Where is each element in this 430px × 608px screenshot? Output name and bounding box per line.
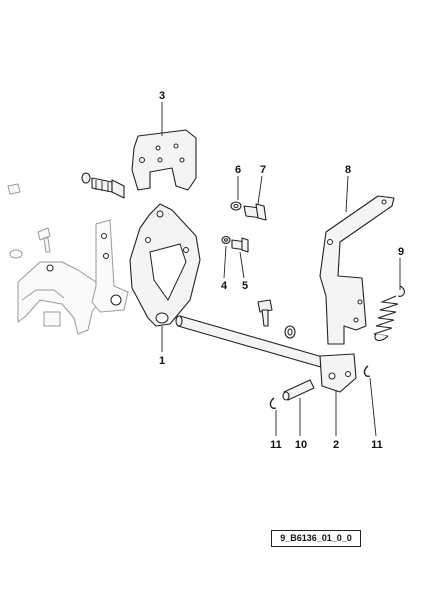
quadrant-plate-part-1: [129, 203, 201, 327]
clip-part-11-right: [363, 365, 371, 378]
ghost-fork-assembly: [17, 261, 101, 335]
callout-11-left: 11: [270, 439, 282, 451]
callout-4: 4: [221, 280, 228, 292]
clip-part-11-left: [269, 397, 277, 410]
threaded-stud: [81, 172, 125, 199]
washer-part-4: [221, 235, 231, 245]
ghost-ring-left: [9, 249, 23, 259]
callout-7: 7: [260, 164, 266, 176]
ghost-lever: [91, 219, 129, 313]
callout-3: 3: [159, 90, 165, 102]
ghost-screw-top-left: [7, 183, 21, 195]
ghost-bolt-left: [37, 227, 51, 253]
leader-lines: [161, 102, 401, 437]
washer-part-6: [230, 201, 242, 211]
callout-2: 2: [333, 439, 339, 451]
callout-9: 9: [398, 246, 404, 258]
callout-11-right: 11: [371, 439, 383, 451]
bolt-center: [257, 299, 273, 327]
callout-6: 6: [235, 164, 241, 176]
callout-1: 1: [159, 355, 165, 367]
bolt-part-5: [231, 237, 249, 253]
washer-center: [284, 325, 296, 339]
bolt-part-7: [243, 203, 267, 221]
callout-10: 10: [295, 439, 307, 451]
shaft: [175, 315, 341, 373]
pin-part-10: [282, 379, 315, 401]
bracket-plate-part-3: [131, 129, 197, 191]
lever-arm-part-8: [319, 195, 395, 345]
drawing-reference-code: 9_B6136_01_0_0: [271, 530, 361, 547]
shaft-bracket-part-2: [319, 353, 357, 393]
spring-part-9: [373, 285, 406, 342]
callout-8: 8: [345, 164, 351, 176]
callout-5: 5: [242, 280, 248, 292]
